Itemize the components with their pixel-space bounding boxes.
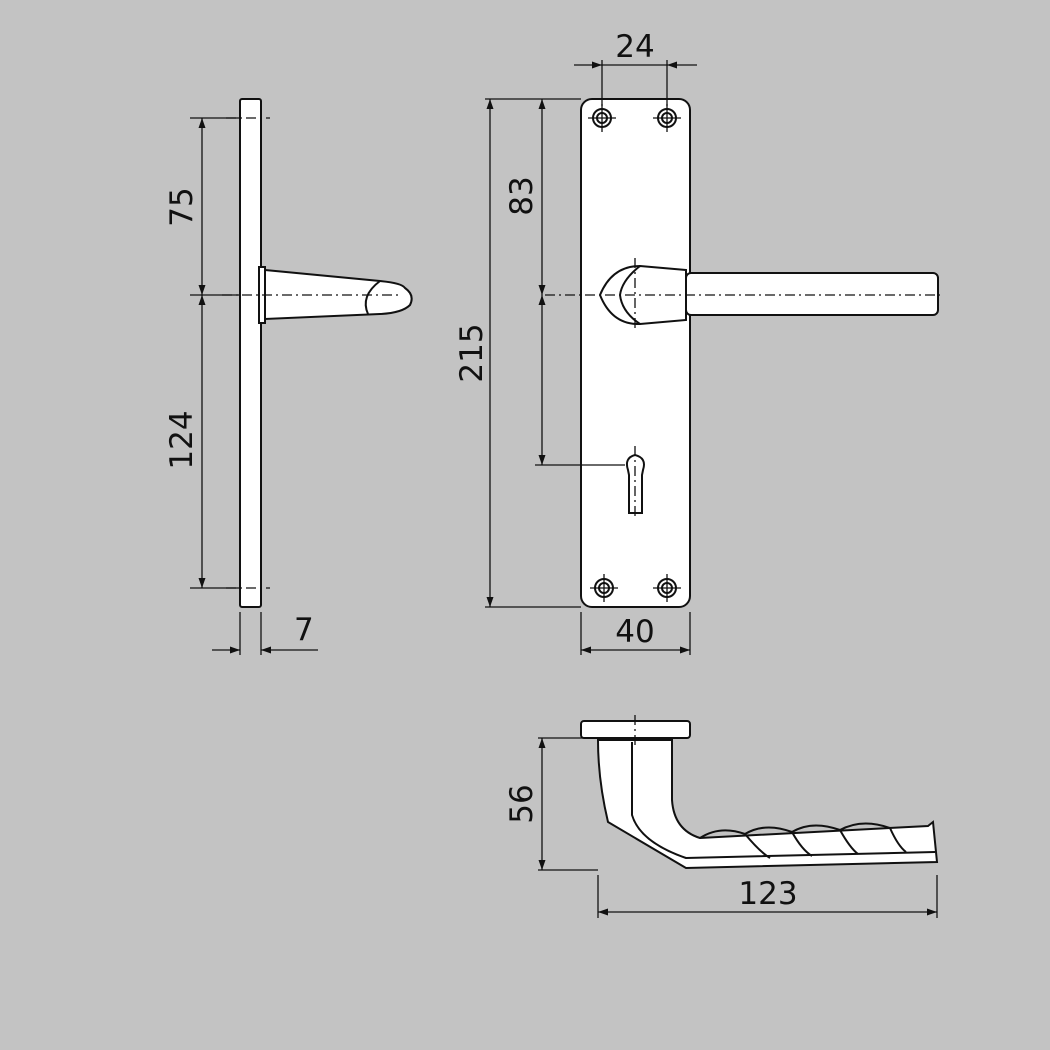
dim-label-75: 75 (164, 187, 200, 226)
screw-hole-top-left (588, 104, 616, 132)
top-handle-body (596, 739, 939, 870)
dim-label-124: 124 (164, 410, 200, 469)
top-handle-grooves (699, 822, 907, 859)
front-handle-lever (685, 272, 939, 316)
side-handle-tip-line (364, 280, 381, 315)
keyhole (625, 446, 645, 520)
top-view: 56 123 (504, 715, 939, 918)
dim-label-215: 215 (454, 323, 490, 382)
dim-label-24: 24 (615, 29, 654, 65)
dim-label-123: 123 (738, 876, 797, 912)
front-plate (580, 98, 691, 608)
side-plate (239, 98, 262, 608)
dim-label-7: 7 (294, 612, 314, 648)
dim-label-83: 83 (504, 176, 540, 215)
dim-label-40: 40 (615, 614, 654, 650)
front-view: 24 83 215 40 (454, 29, 940, 655)
screw-hole-bottom-right (653, 574, 681, 602)
top-handle-inner-edge (631, 742, 936, 860)
side-handle-lever (264, 268, 413, 321)
dim-label-56: 56 (504, 784, 540, 823)
screw-hole-bottom-left (590, 574, 618, 602)
side-view: 75 124 7 (164, 98, 413, 655)
screw-hole-top-right (653, 104, 681, 132)
